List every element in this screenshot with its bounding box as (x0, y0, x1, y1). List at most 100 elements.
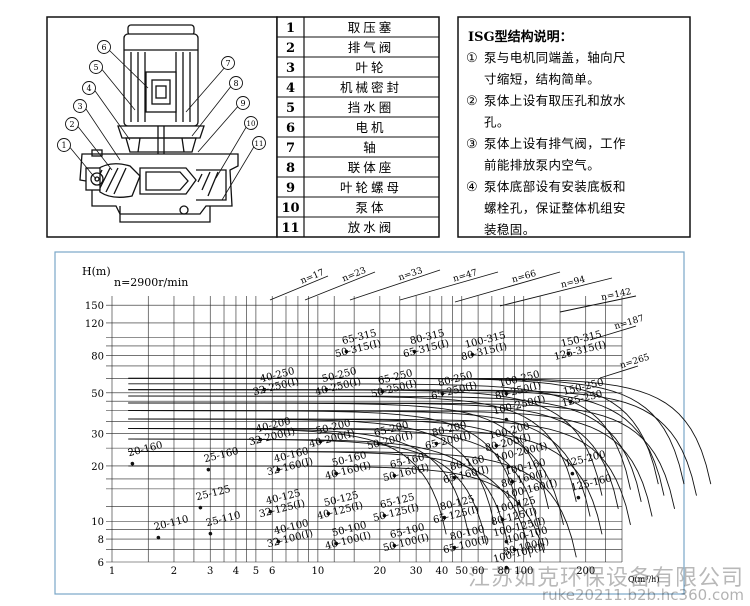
model-point (570, 471, 575, 476)
power-line (559, 295, 637, 313)
model-curve (128, 438, 488, 546)
model-point (380, 389, 385, 394)
model-curve (128, 428, 447, 535)
description-title: ISG型结构说明： (468, 29, 573, 45)
y-tick-label: 10 (91, 517, 104, 528)
model-point (512, 547, 517, 552)
y-tick-label: 80 (91, 351, 104, 362)
model-point (276, 539, 281, 544)
description-line: 装稳固。 (484, 222, 536, 237)
model-point (442, 515, 447, 520)
callout-circle (236, 96, 250, 110)
x-tick-label: 50 (455, 566, 468, 577)
power-line (454, 271, 561, 303)
part-number: 10 (281, 201, 299, 216)
callout-number: 3 (77, 102, 82, 111)
x-tick-label: 30 (410, 566, 423, 577)
callout-circle (97, 40, 111, 54)
part-name: 取压塞 (348, 20, 395, 35)
power-line (304, 271, 376, 301)
callout-number: 6 (101, 43, 106, 52)
x-axis-label: Q(m³/h) (628, 575, 659, 584)
model-point (334, 541, 339, 546)
power-line (349, 269, 441, 301)
model-point (566, 351, 571, 356)
part-name: 机械密封 (340, 80, 402, 95)
part-number: 7 (286, 141, 295, 156)
model-curve (128, 438, 509, 546)
model-point (506, 464, 511, 469)
part-number: 11 (281, 221, 299, 236)
model-curve (128, 418, 495, 526)
part-name: 联体座 (348, 160, 395, 175)
x-tick-label: 5 (253, 566, 259, 577)
callout-number: 7 (225, 59, 230, 68)
model-curve (128, 410, 521, 517)
x-tick-label: 100 (514, 566, 533, 577)
y-tick-label: 6 (98, 558, 104, 569)
callout-circle (89, 60, 103, 74)
model-point (198, 505, 203, 510)
part-name: 挡水圈 (348, 100, 395, 115)
power-line (599, 365, 639, 379)
model-point (440, 391, 445, 396)
callout-circle (82, 81, 96, 95)
model-curve (128, 427, 603, 535)
part-name: 叶轮 (355, 60, 386, 75)
y-tick-label: 50 (91, 389, 104, 400)
model-point (494, 443, 499, 448)
model-point (500, 517, 505, 522)
model-curve (128, 377, 685, 485)
y-tick-label: 120 (85, 319, 104, 330)
part-number: 6 (286, 121, 295, 136)
model-curve (128, 402, 619, 510)
power-line (589, 325, 637, 341)
description-line: 螺栓孔，保证整体机组安 (484, 201, 626, 216)
model-point (434, 441, 439, 446)
speed-label: n=2900r/min (114, 276, 188, 289)
part-number: 4 (286, 81, 295, 96)
power-line (499, 277, 613, 307)
part-name: 电机 (355, 120, 386, 135)
model-point (318, 439, 323, 444)
part-name: 泵体 (355, 200, 386, 215)
model-point (326, 511, 331, 516)
x-tick-label: 2 (171, 566, 177, 577)
part-number: 8 (286, 161, 295, 176)
watermark: 江苏如克环保设备有限公司 ruke20211.b2b.hc360.com (462, 558, 750, 606)
callout-number: 2 (69, 120, 74, 129)
model-curves (128, 377, 712, 558)
model-point (510, 479, 515, 484)
part-number: 9 (286, 181, 295, 196)
callout-number: 4 (86, 84, 91, 93)
callout-circle (65, 117, 79, 131)
model-point (452, 475, 457, 480)
callout-number: 11 (255, 140, 264, 148)
model-curve (128, 402, 550, 510)
model-curve (128, 428, 470, 535)
model-point (156, 535, 161, 540)
description-line: 泵体底部设有安装底板和 (484, 179, 626, 194)
y-axis-label: H(m) (82, 265, 111, 278)
part-name: 放水阀 (348, 220, 395, 235)
model-curve (128, 395, 642, 503)
model-point (452, 545, 457, 550)
y-tick-label: 30 (91, 430, 104, 441)
y-tick-label: 20 (91, 462, 104, 473)
description-line: 泵与电机同端盖，轴向尺 (484, 50, 626, 65)
part-name: 轴 (363, 140, 379, 155)
part-number: 5 (286, 101, 295, 116)
description-line: 孔。 (484, 115, 510, 130)
x-tick-label: 3 (207, 566, 213, 577)
model-point (276, 467, 281, 472)
pump-section-drawing (79, 24, 239, 223)
callout-circle (57, 138, 71, 152)
callout-number: 9 (240, 99, 245, 108)
model-point (376, 441, 381, 446)
model-curve (128, 418, 631, 526)
model-curve (128, 383, 631, 490)
y-tick-label: 150 (85, 301, 104, 312)
